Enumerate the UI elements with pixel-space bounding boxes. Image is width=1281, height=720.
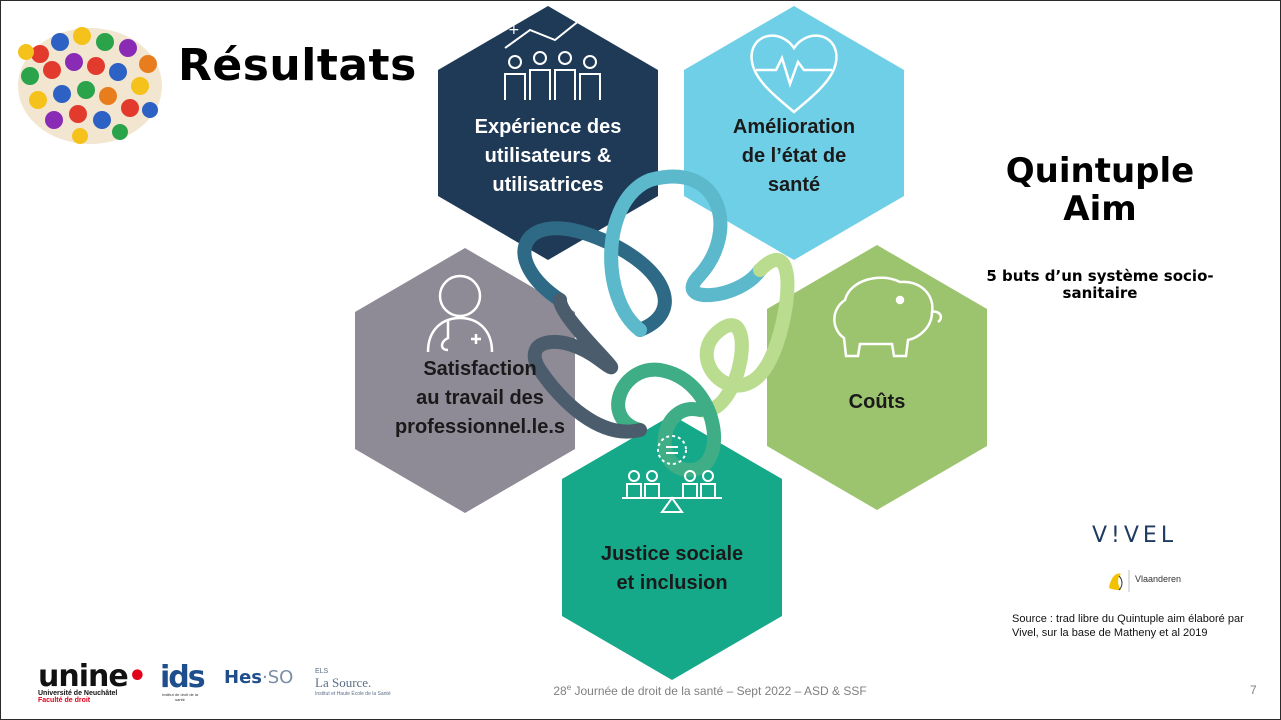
page-number: 7 bbox=[1250, 683, 1257, 697]
slide-title: Résultats bbox=[178, 40, 417, 91]
ids-logo: ids Institut de droit de la santé bbox=[160, 660, 206, 703]
hexagon-experience-label: Expérience des utilisateurs & utilisatri… bbox=[474, 116, 622, 196]
unine-logo: unine• Université de Neuchâtel Faculté d… bbox=[38, 659, 147, 705]
heart-pulse-icon bbox=[750, 34, 838, 114]
hes-so-logo: Hes·SO bbox=[224, 667, 294, 688]
hexagon-satisfaction-label: Satisfaction au travail des professionne… bbox=[394, 358, 566, 438]
hexagon-costs bbox=[767, 245, 987, 510]
vlaanderen-logo: Vlaanderen bbox=[1109, 570, 1181, 592]
vlaanderen-text: Vlaanderen bbox=[1135, 574, 1181, 584]
footer-text: 28e Journée de droit de la santé – Sept … bbox=[553, 683, 867, 698]
justice-balance-icon bbox=[622, 435, 722, 513]
source-note: Source : trad libre du Quintuple aim éla… bbox=[1012, 613, 1244, 639]
quintuple-aim-title: Quintuple Aim bbox=[1005, 151, 1195, 229]
la-source-logo: ELS La Source. Institut et Haute École d… bbox=[315, 668, 391, 697]
hexagon-health-label: Amélioration de l’état de santé bbox=[732, 116, 856, 196]
hexagon-justice-label: Justice sociale et inclusion bbox=[600, 543, 744, 594]
svg-text:+: + bbox=[508, 22, 520, 38]
hexagon-costs-label: Coûts bbox=[848, 391, 906, 413]
hexagon-experience bbox=[438, 6, 658, 260]
people-growth-icon: + bbox=[504, 9, 601, 100]
vivel-logo: V!VEL bbox=[1092, 523, 1178, 548]
piggy-bank-icon bbox=[833, 276, 943, 358]
ribbon-loops bbox=[517, 169, 795, 478]
hexagon-justice bbox=[562, 415, 782, 680]
quintuple-aim-subtitle: 5 buts d’un système socio-sanitaire bbox=[986, 267, 1214, 302]
doctor-icon bbox=[426, 274, 494, 353]
game-pawns-image bbox=[18, 27, 162, 144]
hexagon-health bbox=[684, 6, 904, 260]
hexagon-satisfaction bbox=[355, 248, 575, 513]
